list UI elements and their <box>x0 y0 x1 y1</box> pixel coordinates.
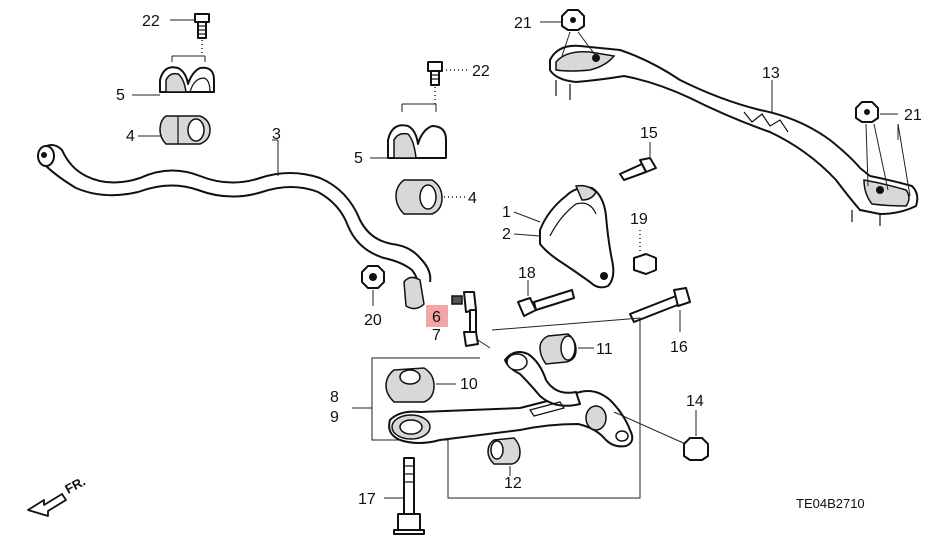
callout-4: 4 <box>468 190 477 207</box>
callout-21: 21 <box>904 107 922 124</box>
callout-15: 15 <box>640 125 658 142</box>
callout-3: 3 <box>272 126 281 143</box>
knuckle-bracket-1 <box>539 184 615 289</box>
callout-20: 20 <box>364 312 382 329</box>
nut-21-left <box>561 9 585 31</box>
stabilizer-link-6 <box>451 291 491 349</box>
callout-18: 18 <box>518 265 536 282</box>
callout-1: 1 <box>502 204 511 221</box>
nut-21-right <box>855 101 879 123</box>
bushing-10 <box>385 367 435 403</box>
nut-19 <box>633 253 657 275</box>
lower-arm-8 <box>388 351 634 448</box>
bolt-16 <box>629 287 691 323</box>
callout-9: 9 <box>330 409 339 426</box>
bushing-4-left <box>159 115 211 145</box>
nut-20 <box>361 265 385 289</box>
callout-6-highlight <box>426 305 448 327</box>
callout-5: 5 <box>354 150 363 167</box>
callout-11: 11 <box>596 341 613 358</box>
callout-17: 17 <box>358 491 376 508</box>
bushing-12 <box>487 437 521 465</box>
front-direction-label: FR. <box>62 474 88 497</box>
bracket-5-left <box>159 66 215 93</box>
callout-12: 12 <box>504 475 522 492</box>
callout-6: 6 <box>432 309 441 326</box>
callout-5: 5 <box>116 87 125 104</box>
callout-10: 10 <box>460 376 478 393</box>
bolt-17 <box>393 457 425 535</box>
callout-22: 22 <box>472 63 490 80</box>
callout-8: 8 <box>330 389 339 406</box>
subframe-13 <box>549 44 919 226</box>
callout-13: 13 <box>762 65 780 82</box>
callout-19: 19 <box>630 211 648 228</box>
bolt-15 <box>619 157 657 181</box>
callout-21: 21 <box>514 15 532 32</box>
bolt-18 <box>517 289 575 317</box>
callout-7: 7 <box>432 327 441 344</box>
callout-14: 14 <box>686 393 704 410</box>
bolt-22-middle <box>427 61 443 86</box>
callout-22: 22 <box>142 13 160 30</box>
stabilizer-bar-3 <box>37 144 432 310</box>
bracket-5-middle <box>387 124 447 159</box>
callout-16: 16 <box>670 339 688 356</box>
nut-14 <box>683 437 709 461</box>
bushing-11 <box>539 333 577 365</box>
bolt-22-left <box>194 13 210 39</box>
diagram-code: TE04B2710 <box>796 496 865 511</box>
front-direction-arrow: FR. <box>27 474 88 517</box>
callout-2: 2 <box>502 226 511 243</box>
callout-4: 4 <box>126 128 135 145</box>
bushing-4-middle <box>395 179 443 215</box>
